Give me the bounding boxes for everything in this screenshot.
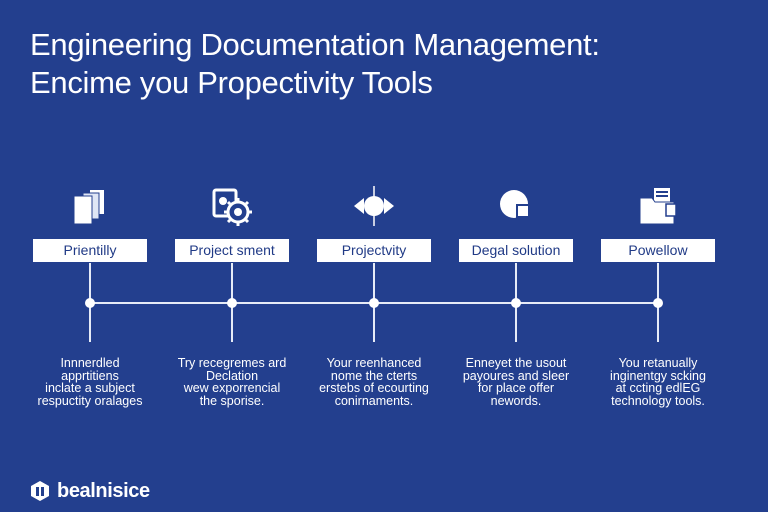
step-5-desc-line: You retanually — [618, 356, 698, 370]
step-1-label: Prientilly — [33, 239, 147, 262]
step-2-stem-bottom — [231, 304, 233, 342]
step-3-stem-top — [373, 263, 375, 302]
step-3-desc-line: conirnaments. — [334, 393, 414, 408]
step-2: Project sment Try recegremes ard Declati… — [162, 0, 302, 512]
step-5-stem-top — [657, 263, 659, 302]
step-5-desc-line: technology tools. — [611, 393, 705, 408]
step-4-desc-line: for place offer — [477, 381, 555, 395]
step-5-stem-bottom — [657, 304, 659, 342]
step-4-label: Degal solution — [459, 239, 573, 262]
step-3-desc-line: Your reenhanced — [326, 356, 422, 370]
step-3-description: Your reenhanced nome the cterts erstebs … — [304, 357, 444, 407]
step-1-desc-line: respuctity oralages — [37, 393, 143, 408]
document-stack-icon — [68, 184, 112, 228]
step-5-node — [653, 298, 663, 308]
step-1-stem-bottom — [89, 304, 91, 342]
step-3-desc-line: nome the cterts — [330, 368, 418, 383]
arrows-circle-icon — [352, 184, 396, 228]
gear-document-icon — [210, 184, 254, 228]
step-4-desc-line: newords. — [490, 393, 542, 408]
folder-document-icon — [636, 184, 680, 228]
step-5-desc-line: at ccting edlEG — [615, 381, 701, 395]
step-4-stem-bottom — [515, 304, 517, 342]
step-1-desc-line: apprtitiens — [61, 368, 119, 383]
globe-tag-icon — [494, 184, 538, 228]
step-3-stem-bottom — [373, 304, 375, 342]
step-3-label: Projectvity — [317, 239, 431, 262]
brand: bealnisice — [28, 478, 150, 504]
step-2-desc-line: Declation — [205, 368, 259, 383]
title-line-1: Engineering Documentation Management: — [30, 27, 600, 62]
step-3-node — [369, 298, 379, 308]
step-5: Powellow You retanually inginentgy sckin… — [588, 0, 728, 512]
brand-logo-icon — [28, 479, 52, 503]
step-4-node — [511, 298, 521, 308]
step-1-stem-top — [89, 263, 91, 302]
step-3-desc-line: erstebs of ecourting — [319, 381, 429, 395]
step-5-label: Powellow — [601, 239, 715, 262]
step-1-desc-line: Innnerdled — [60, 356, 120, 370]
step-4-stem-top — [515, 263, 517, 302]
step-2-desc-line: the sporise. — [199, 393, 265, 408]
step-2-label: Project sment — [175, 239, 289, 262]
page-title: Engineering Documentation Management: En… — [30, 26, 600, 102]
step-4-description: Enneyet the usout payoures and sleer for… — [446, 357, 586, 407]
step-5-description: You retanually inginentgy scking at ccti… — [588, 357, 728, 407]
title-line-2: Encime you Propectivity Tools — [30, 65, 433, 100]
step-3: Projectvity Your reenhanced nome the cte… — [304, 0, 444, 512]
step-1-description: Innnerdled apprtitiens inclate a subject… — [20, 357, 160, 407]
step-4: Degal solution Enneyet the usout payoure… — [446, 0, 586, 512]
step-1-node — [85, 298, 95, 308]
brand-name: bealnisice — [57, 479, 150, 502]
step-4-desc-line: Enneyet the usout — [465, 356, 567, 370]
step-2-description: Try recegremes ard Declation wew exporre… — [162, 357, 302, 407]
step-1-desc-line: inclate a subject — [45, 381, 135, 395]
step-2-node — [227, 298, 237, 308]
step-4-desc-line: payoures and sleer — [462, 368, 570, 383]
step-2-stem-top — [231, 263, 233, 302]
step-5-desc-line: inginentgy scking — [610, 368, 706, 383]
step-2-desc-line: wew exporrencial — [183, 381, 281, 395]
step-1: Prientilly Innnerdled apprtitiens inclat… — [20, 0, 160, 512]
step-2-desc-line: Try recegremes ard — [177, 356, 287, 370]
